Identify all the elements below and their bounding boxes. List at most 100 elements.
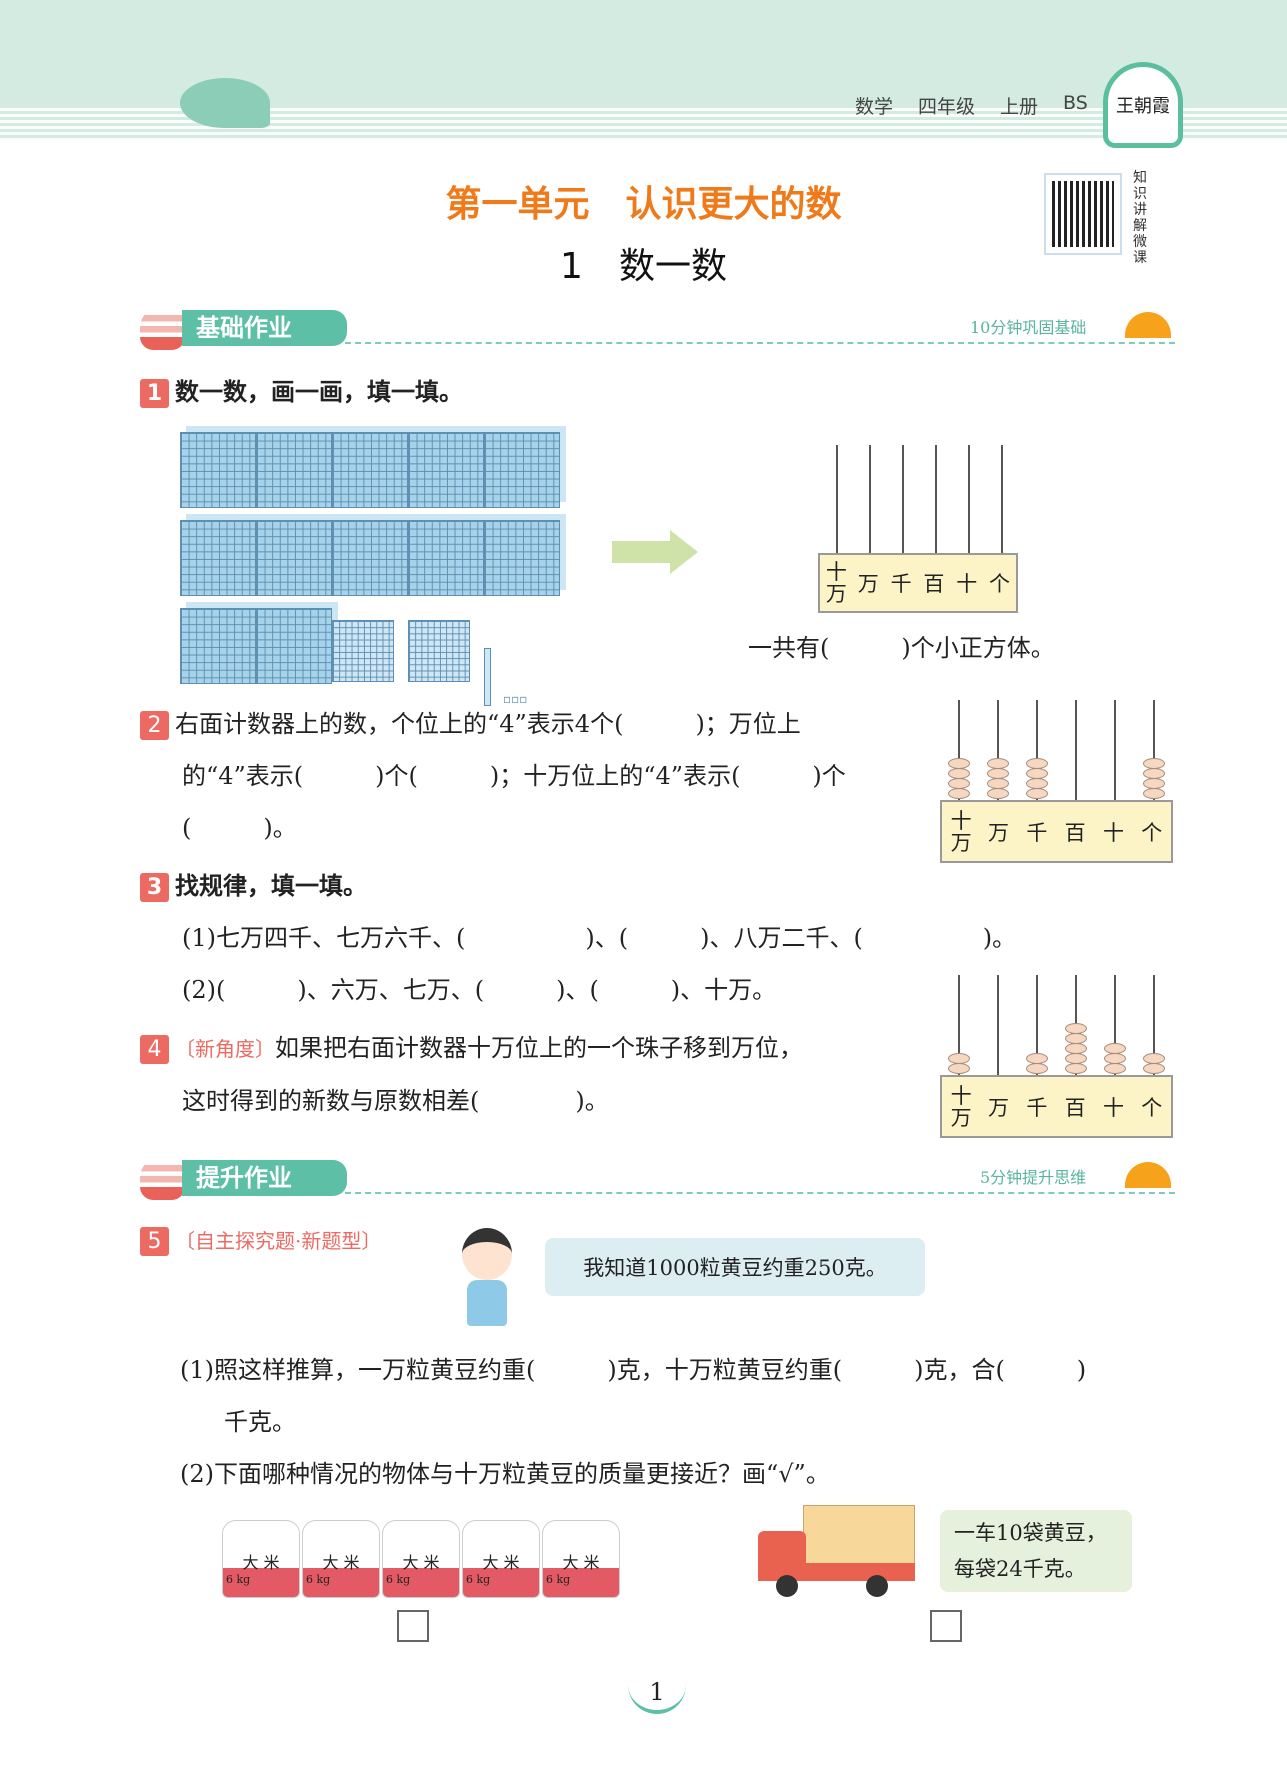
sailboat-icon [140, 306, 185, 350]
question-tag: 〔自主探究题·新题型〕 [175, 1229, 382, 1253]
abacus-rod [1113, 975, 1116, 1075]
place-value-label: 千 [1026, 1095, 1048, 1120]
section-advanced: 提升作业 5分钟提升思维 [140, 1156, 1180, 1200]
abacus-bead [1103, 1053, 1126, 1064]
question-text: ( )。 [182, 814, 297, 842]
question-number: 4 [140, 1035, 169, 1064]
place-value-label: 千 [1026, 820, 1048, 845]
ten-rod-and-units: ▫▫▫ [484, 648, 560, 706]
grade: 四年级 [918, 96, 976, 118]
subject: 数学 [855, 96, 894, 118]
sun-icon [1125, 312, 1171, 338]
abacus-bead [948, 788, 971, 799]
abacus-bead [1103, 1063, 1126, 1074]
place-value-label: 十 [1102, 1095, 1124, 1120]
place-value-label: 个 [1141, 1095, 1163, 1120]
unit-title: 第一单元 认识更大的数 [445, 184, 842, 225]
abacus-bead [987, 768, 1010, 779]
qr-label: 知识讲解微课 [1133, 170, 1147, 266]
thousand-cube [484, 520, 560, 596]
abacus-bead [1026, 778, 1049, 789]
abacus-rod [1036, 700, 1039, 800]
sailboat-icon [140, 1156, 185, 1200]
place-value-label: 个 [1141, 820, 1163, 845]
abacus-bead [948, 758, 971, 769]
abacus-bead [1103, 1043, 1126, 1054]
truck-note-line: 每袋24千克。 [954, 1557, 1086, 1581]
abacus-bead [1064, 1053, 1087, 1064]
question-text: 数一数，画一画，填一填。 [175, 378, 463, 406]
volume: 上册 [1000, 96, 1039, 118]
truck-note: 一车10袋黄豆， 每袋24千克。 [940, 1510, 1132, 1592]
q5-part1-text: (1)照这样推算，一万粒黄豆约重( )克，十万粒黄豆约重( )克，合( ) 千克… [180, 1344, 1086, 1500]
question-text: (2)下面哪种情况的物体与十万粒黄豆的质量更接近？画“√”。 [180, 1460, 830, 1488]
place-value-label: 十万 [950, 1083, 972, 1130]
abacus-bead [1064, 1043, 1087, 1054]
abacus-bead [1026, 758, 1049, 769]
truck-note-line: 一车10袋黄豆， [954, 1521, 1107, 1545]
divider [345, 342, 1175, 344]
abacus-bead [1142, 778, 1165, 789]
abacus-bead [1026, 1063, 1049, 1074]
checkbox-rice[interactable] [397, 1610, 429, 1642]
abacus-bead [987, 788, 1010, 799]
place-value-label: 百 [1064, 1095, 1086, 1120]
cube-group: ▫▫▫ [180, 432, 560, 706]
place-value-labels: 十万万千百十个 [940, 1075, 1173, 1138]
page-number: 1 [628, 1670, 686, 1714]
thousand-cube [256, 432, 332, 508]
logo-text: 王朝霞 [1116, 96, 1170, 117]
bag-label: 大 米 [322, 1553, 360, 1572]
abacus-bead [948, 768, 971, 779]
bag-weight: 6 kg [466, 1573, 491, 1586]
question-number: 1 [140, 378, 169, 408]
section-label: 基础作业 [182, 310, 347, 346]
abacus-bead [1142, 758, 1165, 769]
speech-bubble: 我知道1000粒黄豆约重250克。 [545, 1238, 925, 1296]
edition: BS [1063, 92, 1088, 114]
abacus-bead [1142, 1063, 1165, 1074]
abacus-bead [948, 1063, 971, 1074]
bag-label: 大 米 [402, 1553, 440, 1572]
question-text: (2)( )、六万、七万、( )、( )、十万。 [182, 976, 777, 1004]
abacus-rod [997, 700, 1000, 800]
place-value-label: 万 [987, 820, 1009, 845]
abacus-bead [1026, 1053, 1049, 1064]
sun-icon [1125, 1162, 1171, 1188]
place-value-labels: 十万万千百十个 [818, 553, 1018, 613]
thousand-cube [408, 432, 484, 508]
abacus-bead [1142, 788, 1165, 799]
abacus-blank: 十万万千百十个 [818, 445, 1018, 613]
thousand-cube [408, 520, 484, 596]
question-tag: 〔新角度〕 [175, 1037, 275, 1061]
abacus-rod [1113, 700, 1116, 800]
qr-code[interactable] [1044, 173, 1122, 255]
place-value-labels: 十万万千百十个 [940, 800, 1173, 863]
arrow-icon [612, 541, 672, 563]
thousand-cube [256, 608, 332, 684]
abacus-q4: 十万万千百十个 [940, 975, 1173, 1138]
whale-icon [180, 78, 270, 128]
abacus-bead [1064, 1023, 1087, 1034]
abacus-bead [1064, 1033, 1087, 1044]
question-number: 5 [140, 1227, 169, 1256]
thousand-cube [256, 520, 332, 596]
thousand-cube [180, 608, 256, 684]
section-hint: 10分钟巩固基础 [970, 318, 1087, 337]
place-value-label: 百 [1064, 820, 1086, 845]
abacus-rod [958, 700, 961, 800]
place-value-label: 十万 [825, 560, 847, 606]
question-text: 找规律，填一填。 [175, 872, 367, 900]
question-text: 这时得到的新数与原数相差( )。 [182, 1087, 609, 1115]
checkbox-truck[interactable] [930, 1610, 962, 1642]
lesson-title: 1 数一数 [560, 246, 727, 287]
abacus-rod [997, 975, 1000, 1075]
thousand-cube [180, 432, 256, 508]
question-text: (1)七万四千、七万六千、( )、( )、八万二千、( )。 [182, 924, 1017, 952]
